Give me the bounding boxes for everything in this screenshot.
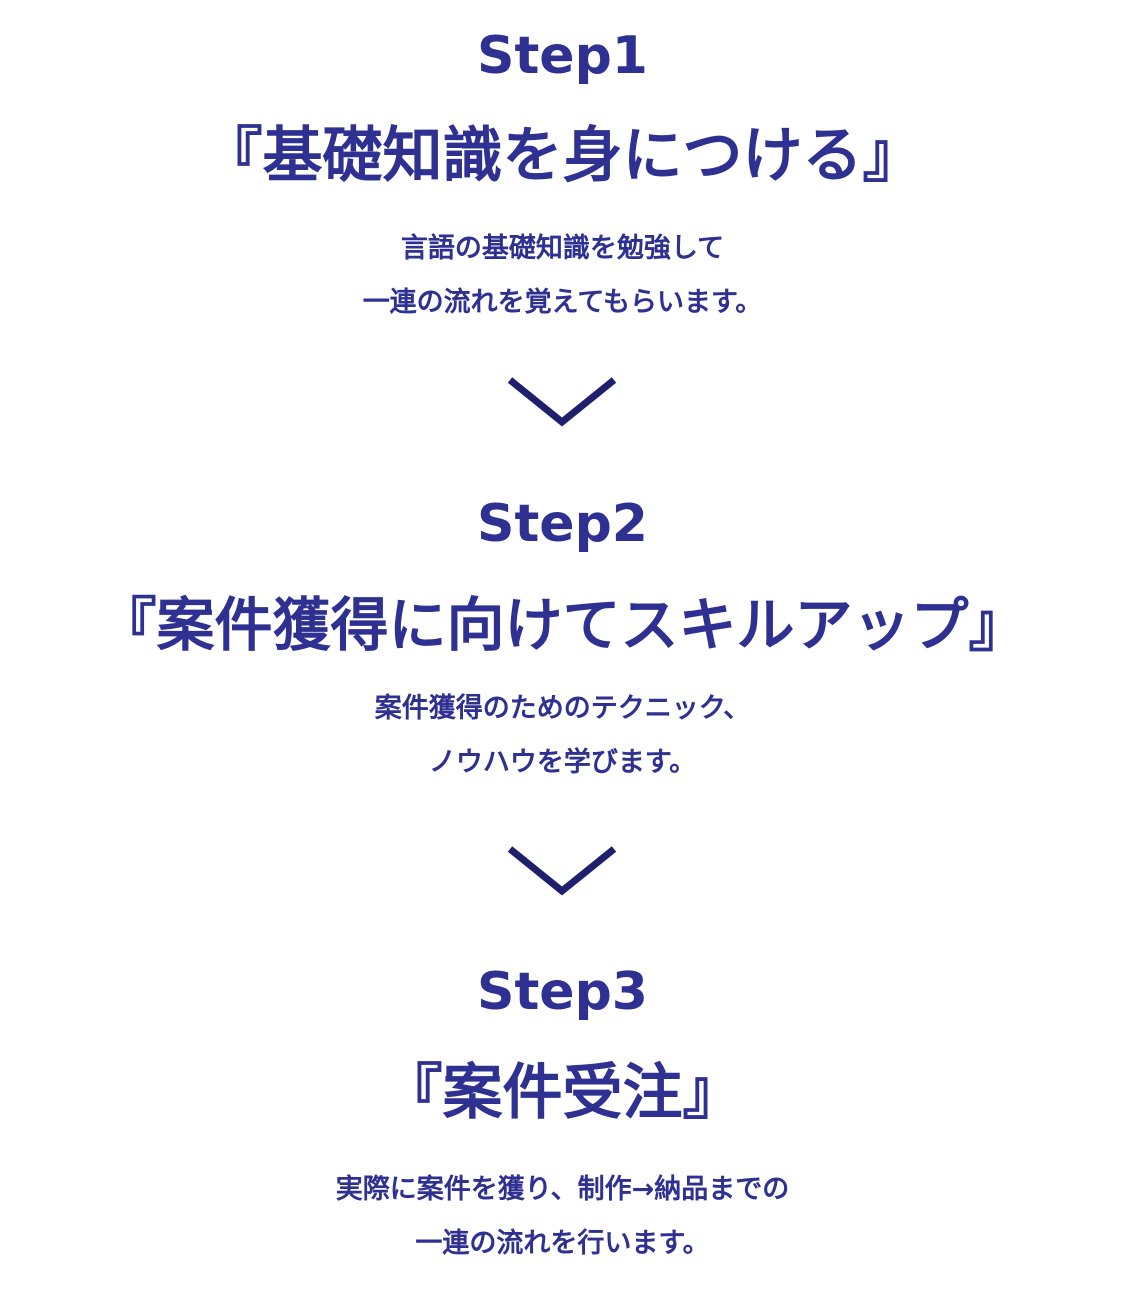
- step-3-title: 『案件受注』: [382, 1058, 743, 1128]
- step-1-description-line-2: 一連の流れを覚えてもらいます。: [362, 287, 763, 318]
- step-2-description: 案件獲得のためのテクニック、 ノウハウを学びます。: [0, 682, 1125, 790]
- step-1-label: Step1: [477, 26, 648, 86]
- chevron-down-icon: [507, 376, 617, 428]
- step-2-description-line-2: ノウハウを学びます。: [428, 747, 697, 778]
- step-3-description-line-2: 一連の流れを行います。: [415, 1228, 710, 1259]
- step-2-description-line-1: 案件獲得のためのテクニック、: [374, 693, 751, 724]
- step-1-description: 言語の基礎知識を勉強して 一連の流れを覚えてもらいます。: [0, 222, 1125, 330]
- step-2-label: Step2: [477, 494, 648, 554]
- step-3-description: 実際に案件を獲り、制作→納品までの 一連の流れを行います。: [0, 1163, 1125, 1271]
- step-3-description-line-1: 実際に案件を獲り、制作→納品までの: [335, 1174, 790, 1205]
- chevron-down-icon: [507, 845, 617, 897]
- step-1-title: 『基礎知識を身につける』: [202, 121, 923, 191]
- step-1-description-line-1: 言語の基礎知識を勉強して: [400, 233, 725, 264]
- step-2-title: 『案件獲得に向けてスキルアップ』: [98, 591, 1027, 659]
- step-3-label: Step3: [477, 962, 648, 1022]
